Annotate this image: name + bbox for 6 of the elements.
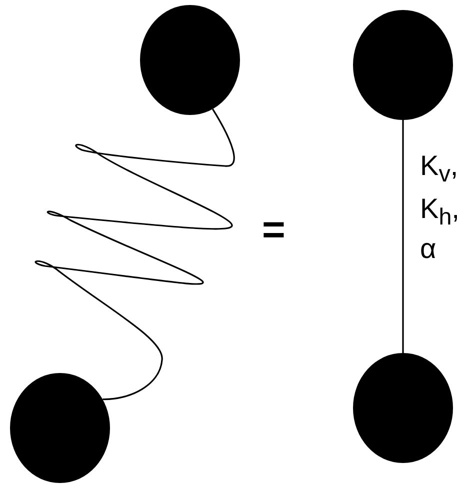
parameter-symbol: K$_{h}$, (420, 195, 457, 229)
connector-line (402, 120, 404, 353)
equals-sign: = (262, 210, 286, 250)
coiled-spring-line (38, 108, 234, 400)
parameter-symbol: α (420, 235, 436, 263)
parameter-symbol: K$_{v}$, (420, 152, 457, 186)
